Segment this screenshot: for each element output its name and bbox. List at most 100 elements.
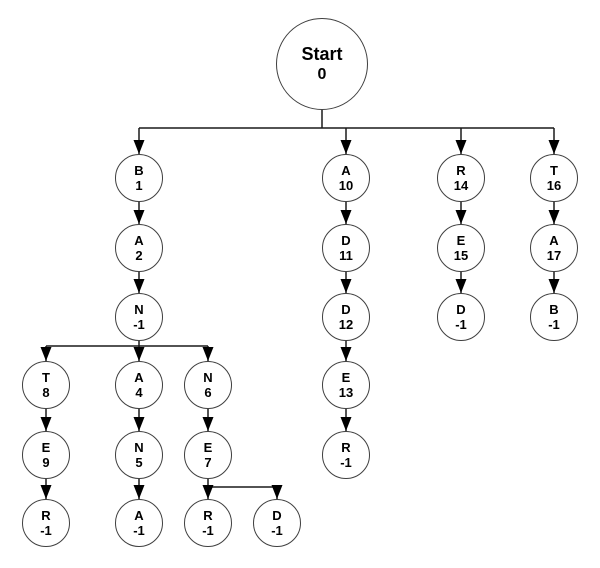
node-state-number: 10 [338, 178, 354, 193]
node-state-number: -1 [133, 317, 145, 332]
node-D-1b: D-1 [437, 293, 485, 341]
node-letter: E [203, 440, 213, 455]
arrowhead-icon [455, 279, 467, 293]
node-state-number: 2 [135, 248, 143, 263]
arrowhead-icon [548, 210, 560, 224]
arrowhead-icon [455, 140, 467, 154]
node-N-1: N-1 [115, 293, 163, 341]
node-letter: T [42, 370, 50, 385]
node-state-number: -1 [202, 523, 214, 538]
node-state-number: -1 [40, 523, 52, 538]
node-letter: E [341, 370, 351, 385]
node-letter: T [550, 163, 558, 178]
node-state-number: 17 [546, 248, 562, 263]
arrowhead-icon [340, 140, 352, 154]
arrowhead-icon [40, 417, 52, 431]
arrowhead-icon [133, 210, 145, 224]
arrowhead-icon [340, 417, 352, 431]
arrowhead-icon [133, 140, 145, 154]
node-letter: Start [301, 44, 343, 64]
arrowhead-icon [40, 485, 52, 499]
node-letter: A [134, 370, 144, 385]
node-letter: D [456, 302, 466, 317]
node-letter: D [272, 508, 282, 523]
node-state-number: 0 [317, 66, 327, 83]
arrowhead-icon [455, 210, 467, 224]
node-state-number: 5 [135, 455, 143, 470]
node-letter: B [549, 302, 559, 317]
node-state-number: 15 [453, 248, 469, 263]
node-letter: D [341, 233, 351, 248]
node-letter: N [134, 302, 144, 317]
node-state-number: 7 [204, 455, 212, 470]
node-state-number: 1 [135, 178, 143, 193]
node-state-number: 14 [453, 178, 469, 193]
node-R-1c: R-1 [322, 431, 370, 479]
arrowhead-icon [133, 347, 145, 361]
node-state-number: -1 [455, 317, 467, 332]
arrowhead-icon [548, 279, 560, 293]
node-letter: A [341, 163, 351, 178]
node-state-number: 11 [339, 248, 353, 263]
arrowhead-icon [548, 140, 560, 154]
arrowhead-icon [340, 210, 352, 224]
node-letter: R [456, 163, 466, 178]
node-letter: N [134, 440, 144, 455]
node-state-number: -1 [340, 455, 352, 470]
node-letter: E [456, 233, 466, 248]
node-A-1: A-1 [115, 499, 163, 547]
node-letter: R [341, 440, 351, 455]
node-letter: R [41, 508, 51, 523]
node-letter: A [134, 233, 144, 248]
node-letter: D [341, 302, 351, 317]
arrowhead-icon [202, 417, 214, 431]
node-state-number: 16 [546, 178, 562, 193]
arrowhead-icon [271, 485, 283, 499]
node-letter: B [134, 163, 144, 178]
arrowhead-icon [340, 279, 352, 293]
node-letter: E [41, 440, 51, 455]
node-state-number: 4 [135, 385, 143, 400]
arrowhead-icon [202, 485, 214, 499]
arrowhead-icon [202, 347, 214, 361]
node-state-number: 12 [338, 317, 354, 332]
node-letter: A [134, 508, 144, 523]
node-state-number: -1 [133, 523, 145, 538]
node-state-number: 6 [204, 385, 212, 400]
node-letter: A [549, 233, 559, 248]
arrowhead-icon [40, 347, 52, 361]
node-start: Start 0 [276, 18, 368, 110]
node-D-1a: D-1 [253, 499, 301, 547]
node-letter: R [203, 508, 213, 523]
node-state-number: -1 [548, 317, 560, 332]
arrowhead-icon [133, 279, 145, 293]
node-letter: N [203, 370, 213, 385]
node-state-number: 13 [338, 385, 354, 400]
node-B-1: B-1 [530, 293, 578, 341]
arrowhead-icon [133, 417, 145, 431]
node-state-number: 8 [42, 385, 50, 400]
arrowhead-icon [340, 347, 352, 361]
node-state-number: 9 [42, 455, 50, 470]
node-R-1b: R-1 [184, 499, 232, 547]
arrowhead-icon [133, 485, 145, 499]
